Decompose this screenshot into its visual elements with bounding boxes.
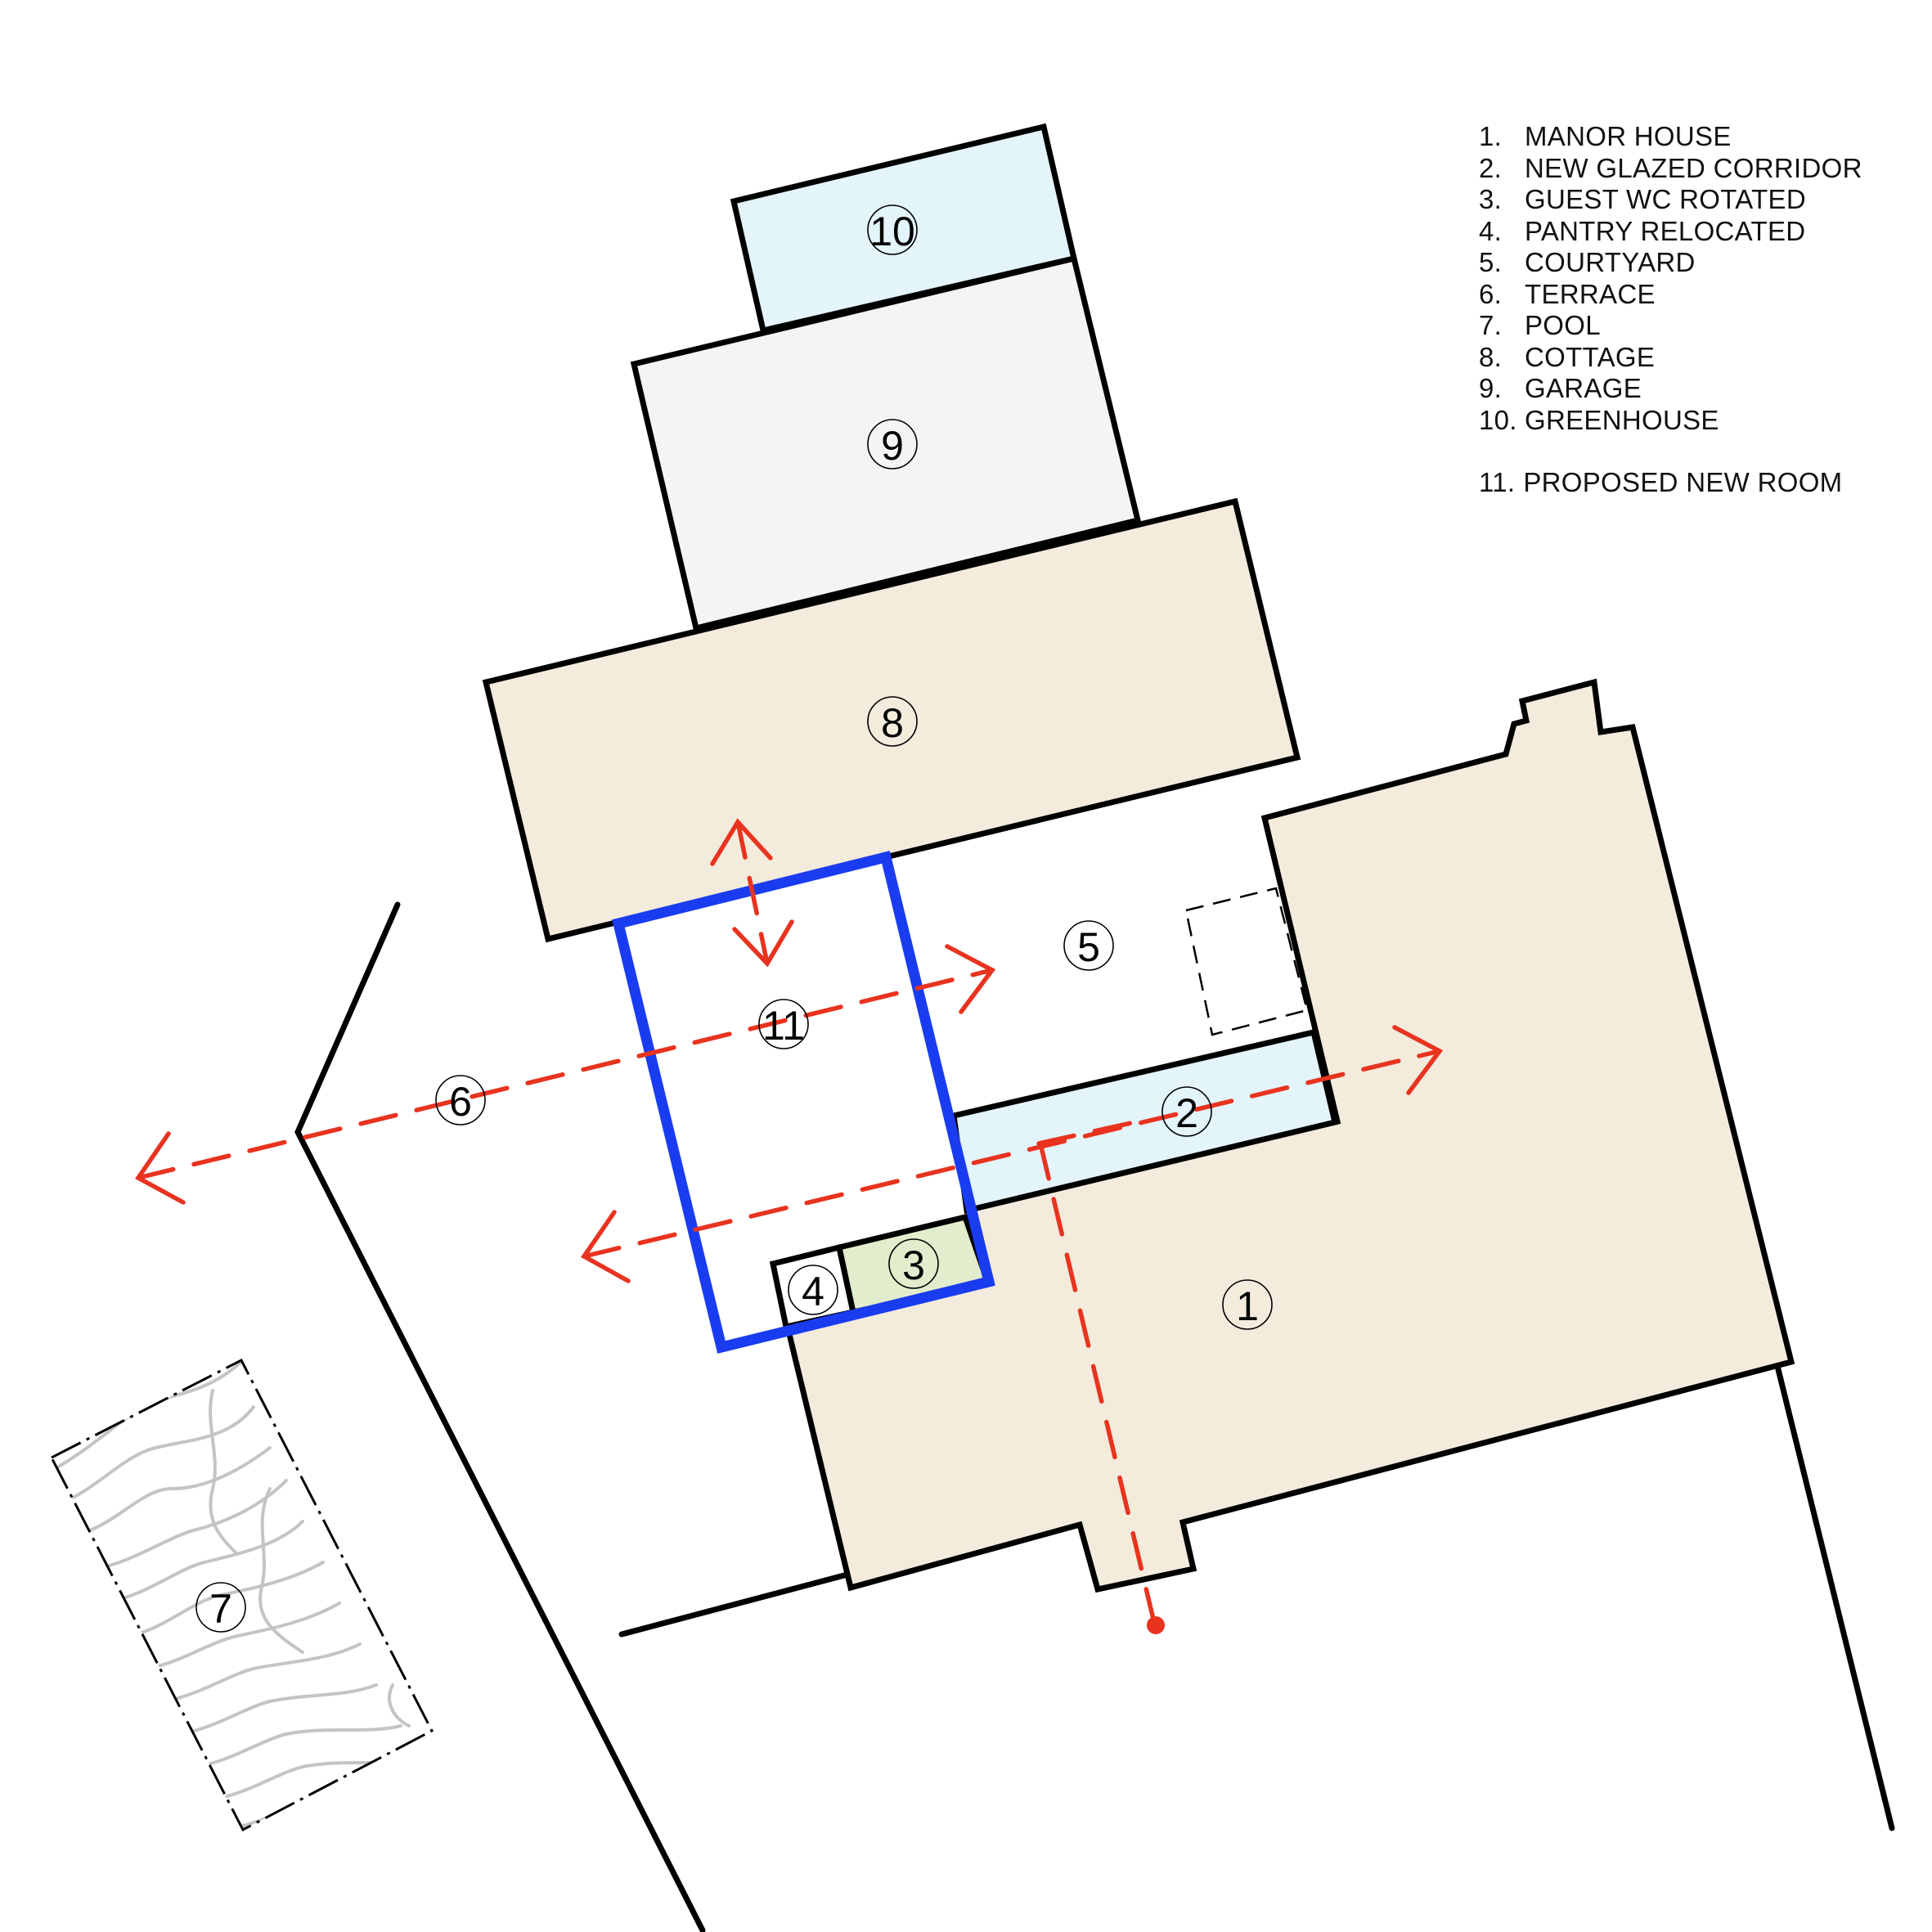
manor-arrow-line xyxy=(582,1049,1442,1259)
legend-label: NEW GLAZED CORRIDOR xyxy=(1525,152,1862,183)
terrace-arrow-line xyxy=(136,968,995,1180)
tag-terrace-text: 6 xyxy=(449,1079,472,1125)
legend-number: 3. xyxy=(1479,184,1503,214)
arrow-head-east-icon xyxy=(945,944,996,1014)
greenhouse xyxy=(730,123,1078,335)
pool-outline xyxy=(49,1358,434,1832)
legend-label: PROPOSED NEW ROOM xyxy=(1523,467,1843,497)
entrance-dot-icon xyxy=(1147,1616,1165,1634)
tag-proposed-room: 11 xyxy=(758,999,809,1049)
legend-label: COTTAGE xyxy=(1525,341,1656,372)
tag-manor-house-text: 1 xyxy=(1236,1283,1259,1329)
proposed-new-room-outline xyxy=(612,851,995,1354)
legend-number: 1. xyxy=(1479,121,1503,151)
legend-item: 8. COTTAGE xyxy=(1479,342,1904,374)
legend-item: 2. NEW GLAZED CORRIDOR xyxy=(1479,153,1904,185)
legend-item: 7. POOL xyxy=(1479,310,1904,342)
legend-label: COURTYARD xyxy=(1525,247,1696,277)
tag-manor-house: 1 xyxy=(1222,1279,1273,1330)
arrow-head-west-icon xyxy=(135,1131,186,1205)
arrow-head-west-icon xyxy=(581,1210,631,1283)
tag-terrace: 6 xyxy=(435,1075,486,1126)
site-boundary-lines xyxy=(294,901,1895,1932)
legend-label: GREENHOUSE xyxy=(1525,404,1719,435)
legend-label: MANOR HOUSE xyxy=(1525,121,1732,151)
tag-proposed-room-text: 11 xyxy=(762,1003,805,1049)
tag-glazed-corridor-text: 2 xyxy=(1175,1090,1198,1136)
cottage-link-arrow-line xyxy=(735,820,770,966)
tag-guest-wc: 3 xyxy=(888,1238,939,1289)
pool xyxy=(49,1358,434,1832)
legend-item: 3. GUEST WC ROTATED xyxy=(1479,184,1904,216)
west-boundary-line xyxy=(294,901,706,1932)
legend-label: GUEST WC ROTATED xyxy=(1525,184,1806,214)
tag-greenhouse-text: 10 xyxy=(869,209,915,254)
legend-label: TERRACE xyxy=(1525,278,1656,309)
tag-pantry: 4 xyxy=(788,1265,838,1315)
legend-item: 1. MANOR HOUSE xyxy=(1479,121,1904,153)
legend-item: 6. TERRACE xyxy=(1479,279,1904,311)
tag-pool: 7 xyxy=(195,1582,246,1633)
legend-number: 8. xyxy=(1479,341,1503,372)
legend-number: 2. xyxy=(1479,152,1503,183)
tag-courtyard-text: 5 xyxy=(1077,924,1100,970)
tag-pool-text: 7 xyxy=(209,1586,232,1632)
arrow-head-north-icon xyxy=(710,818,773,866)
entrance-path-line xyxy=(1036,1117,1157,1629)
tag-courtyard: 5 xyxy=(1063,920,1114,971)
south-boundary-line xyxy=(618,1572,847,1638)
legend-label: PANTRY RELOCATED xyxy=(1525,215,1806,246)
circulation-arrows xyxy=(135,818,1444,1634)
tag-glazed-corridor: 2 xyxy=(1161,1086,1212,1137)
plan-tags: 10 9 8 5 11 6 2 3 xyxy=(195,204,1273,1633)
legend-label: POOL xyxy=(1525,310,1601,340)
legend-item: 5. COURTYARD xyxy=(1479,247,1904,279)
tag-pantry-text: 4 xyxy=(802,1269,824,1314)
tag-garage: 9 xyxy=(867,419,918,470)
cottage xyxy=(482,497,1301,943)
arrow-head-east-icon xyxy=(1392,1025,1444,1095)
arrow-head-south-icon xyxy=(732,919,794,968)
legend-item: 10. GREENHOUSE xyxy=(1479,405,1904,437)
legend: 1. MANOR HOUSE 2. NEW GLAZED CORRIDOR 3.… xyxy=(1479,121,1904,499)
tag-cottage-text: 8 xyxy=(881,700,904,746)
tag-guest-wc-text: 3 xyxy=(902,1242,925,1288)
legend-number: 5. xyxy=(1479,247,1503,277)
courtyard-dashed-outline xyxy=(1184,887,1309,1036)
legend-number: 6. xyxy=(1479,278,1503,309)
legend-number: 9. xyxy=(1479,373,1503,403)
legend-number: 4. xyxy=(1479,215,1503,246)
legend-number: 11. xyxy=(1479,467,1516,497)
legend-number: 7. xyxy=(1479,310,1503,340)
tag-cottage: 8 xyxy=(867,696,918,747)
legend-number: 10. xyxy=(1479,404,1517,435)
tag-greenhouse: 10 xyxy=(867,204,918,255)
tag-garage-text: 9 xyxy=(881,423,904,469)
east-boundary-line xyxy=(1773,1359,1895,1831)
legend-label: GARAGE xyxy=(1525,373,1642,403)
legend-item-proposed: 11. PROPOSED NEW ROOM xyxy=(1479,467,1904,499)
legend-item: 4. PANTRY RELOCATED xyxy=(1479,216,1904,248)
legend-item: 9. GARAGE xyxy=(1479,373,1904,405)
legend-spacer xyxy=(1479,436,1904,467)
